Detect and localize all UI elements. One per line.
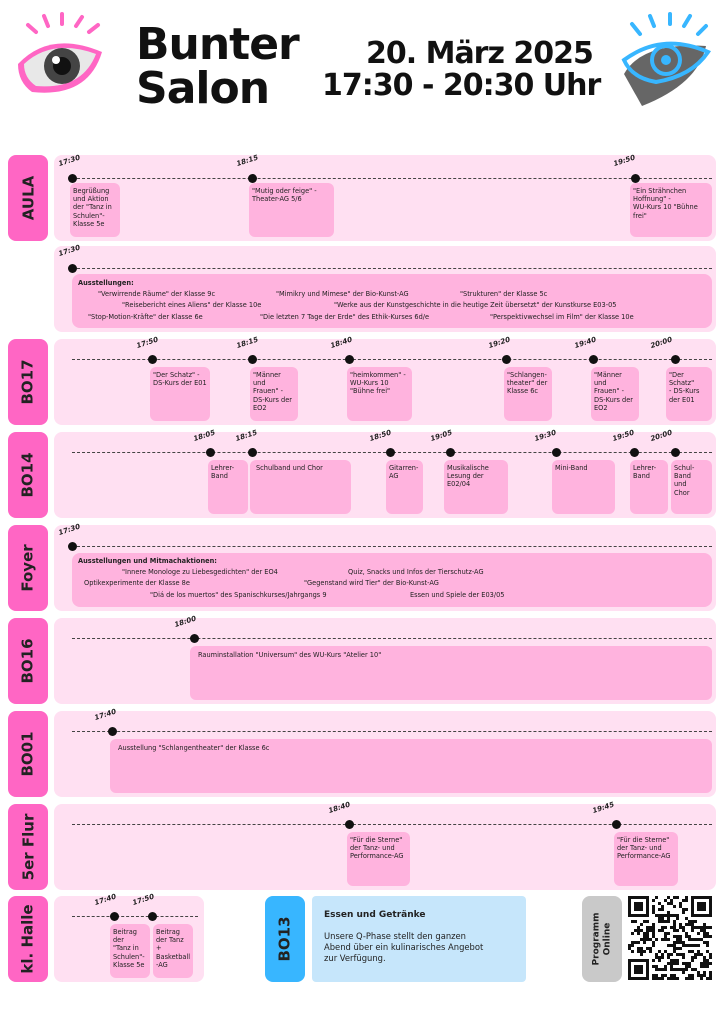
bo17-timeline [72,359,712,360]
bo17-event-1: "Der Schatz" - DS-Kurs der E01 [150,367,210,421]
room-tab-bo14: BO14 [8,432,48,518]
flur5-timeline [72,824,712,825]
foyer-box: Ausstellungen und Mitmachaktionen: "Inne… [72,553,712,607]
foyer-header: Ausstellungen und Mitmachaktionen: [78,557,217,565]
bo17-dot-5 [589,355,598,364]
bo17-dot-6 [671,355,680,364]
bo14-dot-6 [630,448,639,457]
bo17-event-3: "heimkommen" - WU-Kurs 10 "Bühne frei" [347,367,412,421]
foyer-item: "Diá de los muertos" des Spanischkurses/… [150,591,327,599]
aula-exhibit-box: Ausstellungen: "Verwirrende Räume" der K… [72,274,712,328]
bo14-schedule [54,432,716,518]
exhibit-item: "Stop-Motion-Kräfte" der Klasse 6e [88,313,203,321]
flur5-event-1: "Für die Sterne" der Tanz- und Performan… [347,832,410,886]
foyer-item: "Innere Monologe zu Liebesgedichten" der… [122,568,278,576]
halle-dot-2 [148,912,157,921]
room-tab-foyer: Foyer [8,525,48,611]
bo14-event-3: Gitarren- AG [386,460,423,514]
foyer-item: Essen und Spiele der E03/05 [410,591,505,599]
bo13-title: Essen und Getränke [324,910,426,920]
bo17-dot-1 [148,355,157,364]
aula-schedule [54,155,716,241]
aula-exhibit-timeline [72,268,712,269]
aula-event-3: "Ein Strähnchen Hoffnung" - WU-Kurs 10 "… [630,183,712,237]
exhibit-item: "Mimikry und Mimese" der Bio-Kunst-AG [276,290,409,298]
aula-exhibit-dot [68,264,77,273]
bo17-event-2: "Männer und Frauen" - DS-Kurs der EO2 [250,367,298,421]
flur5-dot-1 [345,820,354,829]
exhibit-item: "Die letzten 7 Tage der Erde" des Ethik-… [260,313,430,321]
foyer-dot [68,542,77,551]
aula-exhibit-header: Ausstellungen: [78,279,134,287]
bo14-dot-2 [248,448,257,457]
bo17-dot-3 [345,355,354,364]
room-tab-5er-flur: 5er Flur [8,804,48,890]
qr-code-icon[interactable] [628,896,712,980]
program-label-line2: Online [602,922,612,956]
bo13-info-box: Essen und Getränke Unsere Q-Phase stellt… [312,896,526,982]
bo14-event-1: Lehrer- Band [208,460,248,514]
exhibit-item: "Verwirrende Räume" der Klasse 9c [98,290,216,298]
event-date: 20. März 2025 [366,36,594,71]
page-title-line1: Bunter [136,19,300,70]
bo14-event-7: Schul- Band und Chor [671,460,712,514]
bo17-event-4: "Schlangen- theater" der Klasse 6c [504,367,552,421]
bo16-dot [190,634,199,643]
foyer-item: "Gegenstand wird Tier" der Bio-Kunst-AG [304,579,439,587]
eye-right-icon [612,12,718,108]
bo17-dot-4 [502,355,511,364]
halle-dot-1 [110,912,119,921]
page-title-line2: Salon [136,63,270,114]
exhibit-item: "Werke aus der Kunstgeschichte in die he… [334,301,617,309]
aula-event-1: Begrüßung und Aktion der "Tanz in Schule… [70,183,120,237]
room-tab-bo17: BO17 [8,339,48,425]
room-tab-bo01: BO01 [8,711,48,797]
aula-dot-1 [68,174,77,183]
exhibit-item: "Perspektivwechsel im Film" der Klasse 1… [490,313,634,321]
bo17-dot-2 [248,355,257,364]
bo01-event: Ausstellung "Schlangentheater" der Klass… [110,739,712,793]
program-online-label: Programm Online [582,896,622,982]
bo14-event-6: Lehrer- Band [630,460,668,514]
aula-event-2: "Mutig oder feige" - Theater-AG 5/6 [249,183,334,237]
bo14-dot-4 [446,448,455,457]
bo16-event: Rauminstallation "Universum" des WU-Kurs… [190,646,712,700]
eye-left-icon [10,12,112,102]
bo14-dot-7 [671,448,680,457]
flur5-event-2: "Für die Sterne" der Tanz- und Performan… [614,832,678,886]
room-tab-aula: AULA [8,155,48,241]
foyer-timeline [72,546,712,547]
aula-dot-2 [248,174,257,183]
foyer-item: Optikexperimente der Klasse 8e [84,579,190,587]
exhibit-item: "Reisebericht eines Aliens" der Klasse 1… [122,301,262,309]
aula-dot-3 [631,174,640,183]
flur5-dot-2 [612,820,621,829]
bo14-event-4: Musikalische Lesung der E02/04 [444,460,508,514]
bo14-dot-1 [206,448,215,457]
room-tab-bo13: BO13 [265,896,305,982]
halle-event-1: Beitrag der "Tanz in Schulen"- Klasse 5e [110,924,150,978]
halle-event-2: Beitrag der Tanz + Basketball -AG [153,924,193,978]
room-tab-kl-halle: kl. Halle [8,896,48,982]
bo01-timeline [72,731,712,732]
halle-timeline [72,916,198,917]
bo16-timeline [72,638,712,639]
bo14-event-5: Mini-Band [552,460,615,514]
bo17-event-6: "Der Schatz" - DS-Kurs der E01 [666,367,712,421]
exhibit-item: "Strukturen" der Klasse 5c [460,290,548,298]
room-tab-bo16: BO16 [8,618,48,704]
bo14-event-2: Schulband und Chor [250,460,351,514]
foyer-item: Quiz, Snacks und Infos der Tierschutz-AG [348,568,484,576]
bo17-event-5: "Männer und Frauen" - DS-Kurs der EO2 [591,367,639,421]
aula-timeline [72,178,712,179]
bo01-dot [108,727,117,736]
bo14-dot-5 [552,448,561,457]
event-time: 17:30 - 20:30 Uhr [322,68,601,103]
bo13-text: Unsere Q-Phase stellt den ganzen Abend ü… [324,931,484,963]
program-label-line1: Programm [591,912,601,966]
bo14-dot-3 [386,448,395,457]
